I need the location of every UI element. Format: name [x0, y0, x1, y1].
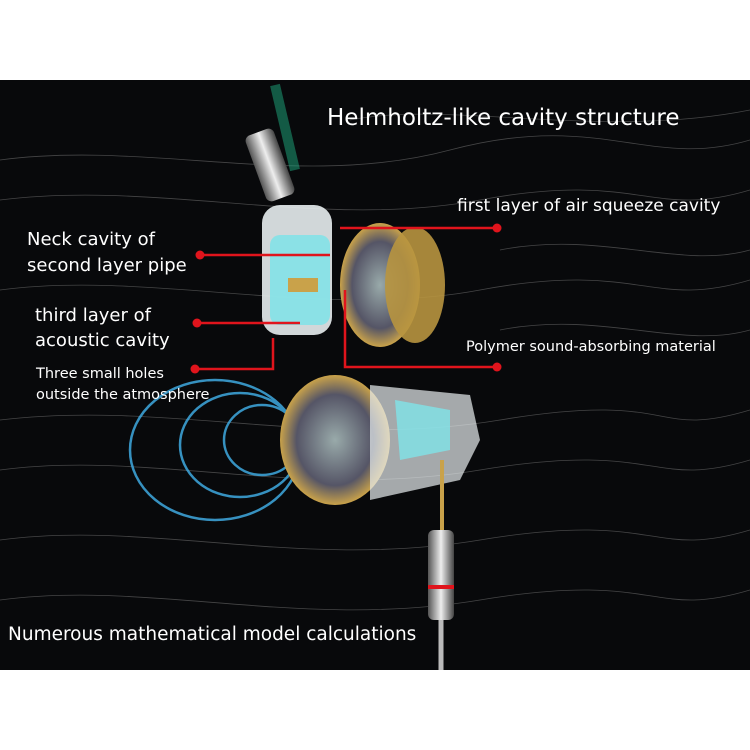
caption: Numerous mathematical model calculations [8, 624, 417, 645]
callout-lines [195, 226, 497, 371]
diagram-title: Helmholtz-like cavity structure [327, 105, 680, 131]
callout-dots [190, 223, 502, 374]
label-line: Three small holes [36, 366, 164, 382]
label-third-layer: third layer of acoustic cavity [35, 303, 170, 353]
label-first-layer: first layer of air squeeze cavity [457, 196, 721, 216]
upper-earphone [245, 83, 445, 347]
label-small-holes: Three small holes outside the atmosphere [36, 364, 209, 406]
label-line: acoustic cavity [35, 330, 170, 351]
label-line: Neck cavity of [27, 229, 155, 250]
label-polymer: Polymer sound-absorbing material [466, 339, 716, 355]
label-neck-cavity: Neck cavity of second layer pipe [27, 227, 187, 279]
label-line: third layer of [35, 305, 151, 326]
label-line: second layer pipe [27, 255, 187, 276]
lower-earphone [280, 375, 480, 670]
label-line: outside the atmosphere [36, 387, 210, 403]
dark-background-panel [0, 80, 750, 670]
flow-lines [0, 109, 750, 611]
